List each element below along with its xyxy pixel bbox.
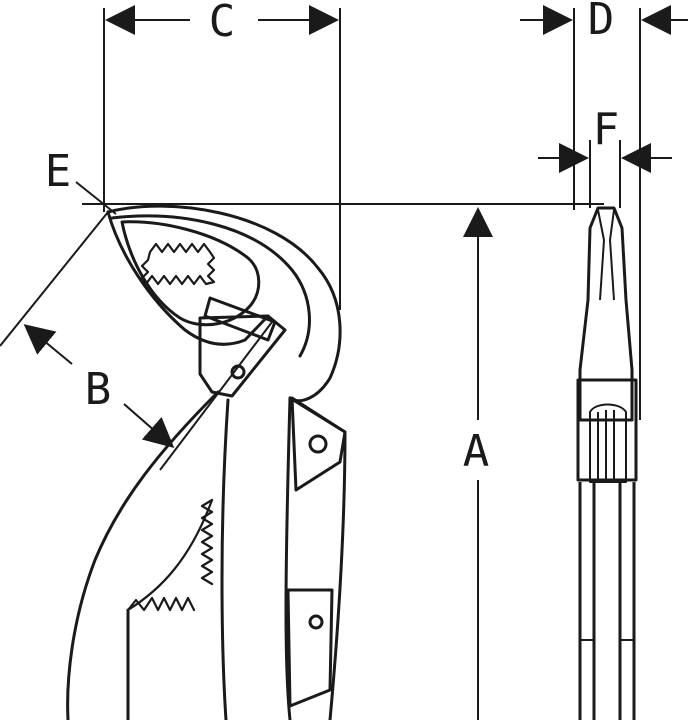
jaw-teeth	[140, 242, 216, 286]
right-handle-bolt-plate	[290, 396, 347, 492]
edge-view-handles	[578, 482, 636, 720]
extension-line-b-lower	[159, 321, 273, 471]
lower-jaw-outline	[106, 210, 270, 346]
right-handle-lower-plate	[286, 588, 334, 708]
handle-zigzag	[200, 498, 214, 586]
pivot-slide	[198, 314, 287, 398]
extension-line-e	[75, 181, 117, 215]
label-e: E	[45, 146, 72, 197]
extension-line-b-upper	[0, 211, 109, 347]
label-a: A	[463, 426, 490, 477]
upper-jaw-outline	[106, 204, 342, 403]
right-handle-inner	[284, 396, 292, 722]
plier-edge-view	[576, 206, 638, 720]
edge-view-knurl	[589, 403, 627, 483]
dimension-labels: C D F E B A	[45, 0, 620, 477]
label-f: F	[593, 104, 620, 155]
edge-view-tip	[578, 206, 634, 422]
label-b: B	[85, 364, 112, 415]
handle-serrations	[126, 498, 214, 612]
plier-side-view	[66, 204, 347, 722]
jaw-link-bar	[203, 296, 277, 342]
label-d: D	[588, 0, 615, 45]
right-handle-bolt	[308, 434, 328, 454]
left-handle-inner	[220, 398, 230, 722]
dimension-b-arrow-upper	[23, 324, 73, 365]
label-c: C	[209, 0, 236, 47]
edge-view-inner-line	[597, 209, 615, 301]
dimension-b-arrow-lower	[123, 403, 175, 448]
left-handle-outer	[66, 390, 220, 722]
upper-jaw-inner-outline	[110, 214, 311, 358]
jaw-opening	[120, 220, 261, 327]
right-handle-outer	[288, 396, 347, 722]
edge-view-head	[576, 378, 638, 482]
right-handle-lower-rivet	[308, 614, 324, 630]
dimension-lines	[0, 5, 688, 720]
